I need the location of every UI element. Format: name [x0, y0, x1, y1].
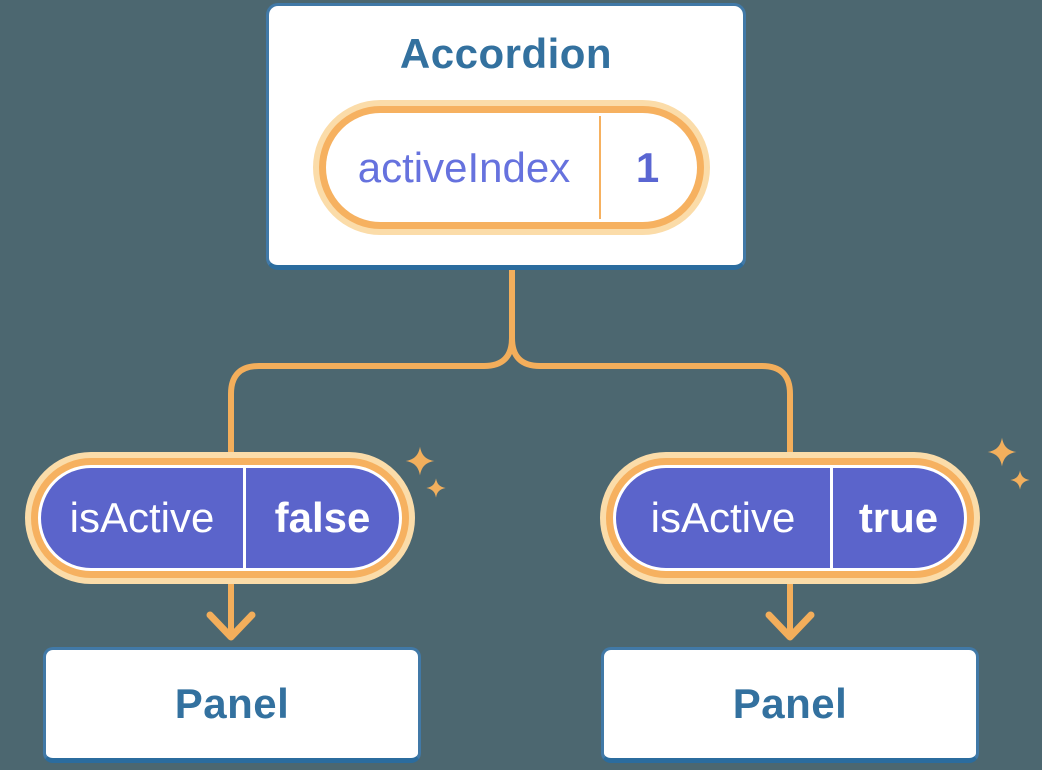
prop-pill-true: isActive true: [600, 452, 980, 584]
arrow-left-head: [206, 611, 256, 641]
panel-card-right: Panel: [601, 647, 979, 763]
connector-branch-left: [228, 263, 515, 465]
prop-name: isActive: [616, 468, 830, 568]
state-value: 1: [599, 116, 694, 219]
arrow-right-head: [765, 611, 815, 641]
panel-title: Panel: [174, 679, 290, 727]
prop-pill-ring: isActive false: [31, 458, 409, 578]
prop-value: true: [833, 468, 964, 568]
prop-pill-core: isActive false: [38, 465, 402, 571]
prop-value: false: [246, 468, 399, 568]
prop-name: isActive: [41, 468, 243, 568]
state-pill: activeIndex 1: [313, 100, 710, 235]
panel-card-left: Panel: [43, 647, 421, 763]
state-pill-ring: activeIndex 1: [319, 106, 704, 229]
accordion-title: Accordion: [399, 30, 613, 77]
connector-branch-right: [509, 263, 793, 465]
prop-pill-false: isActive false: [25, 452, 415, 584]
sparkles-icon: [405, 446, 446, 498]
prop-pill-core: isActive true: [613, 465, 967, 571]
prop-pill-ring: isActive true: [606, 458, 974, 578]
panel-title: Panel: [732, 679, 848, 727]
sparkles-icon: [987, 437, 1030, 490]
state-name: activeIndex: [357, 143, 571, 191]
state-pill-core: activeIndex 1: [326, 113, 697, 222]
